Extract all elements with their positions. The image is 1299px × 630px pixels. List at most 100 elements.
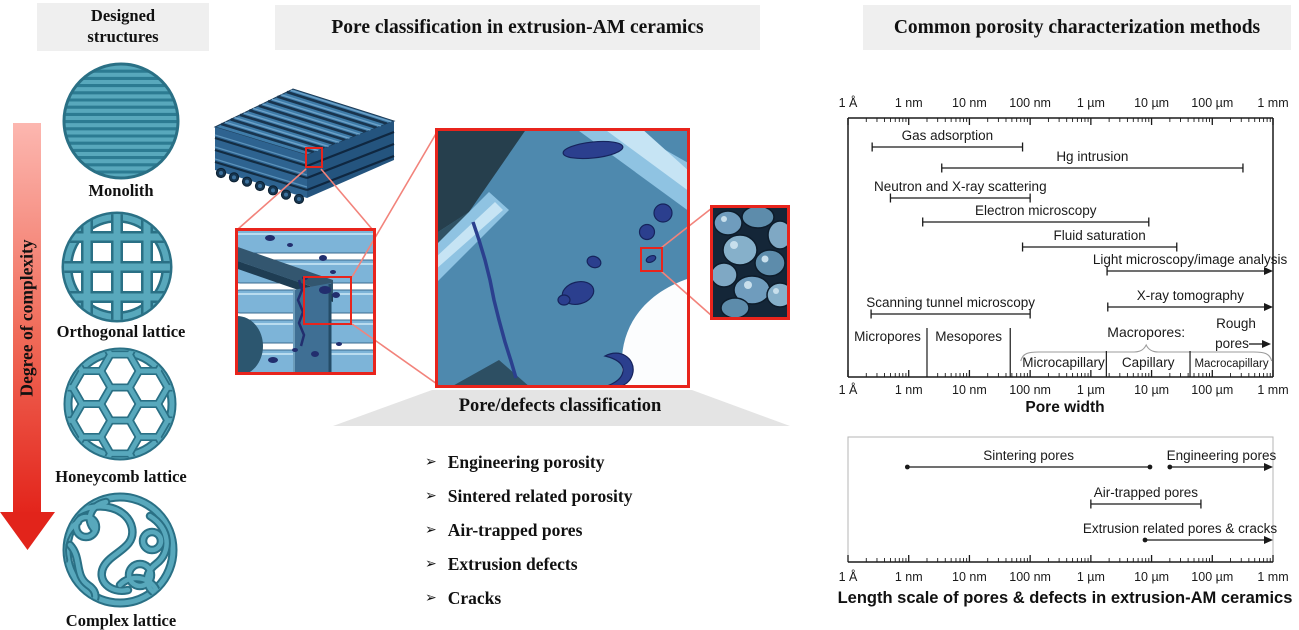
axis-tick-label: 1 µm (1077, 383, 1105, 397)
arrow-bullet-icon: ➢ (425, 454, 437, 470)
orthogonal-lattice-graphic (61, 211, 173, 323)
range-bar-label: X-ray tomography (1137, 288, 1245, 303)
axis-tick-label: 100 µm (1191, 570, 1233, 584)
lattice-rod-highlight (243, 112, 340, 144)
rod-end-core (297, 197, 301, 201)
axis-tick-label: 1 mm (1257, 96, 1288, 110)
weave-loop (73, 514, 99, 540)
rod-end-core (232, 175, 236, 180)
range-bar-label: Extrusion related pores & cracks (1083, 521, 1278, 536)
layer-highlight (214, 146, 308, 176)
bar-cap-dot (904, 464, 910, 470)
rough-pores-label: pores (1215, 336, 1249, 351)
lattice-rod (258, 104, 357, 138)
weave-loop (126, 561, 154, 589)
layer-line (214, 148, 308, 180)
structure-label-honeycomb: Honeycomb lattice (55, 467, 187, 486)
monolith-graphic (62, 62, 180, 180)
range-bar-label: Light microscopy/image analysis (1093, 252, 1288, 267)
bar-arrowhead (1264, 303, 1273, 311)
zoom-connector-line (320, 168, 373, 230)
inset-main-border (435, 128, 690, 388)
range-bar-label: Gas adsorption (902, 128, 994, 143)
rough-pores-label: Rough (1216, 316, 1256, 331)
lattice-rod-highlight (281, 94, 382, 127)
structure-label-orthogonal: Orthogonal lattice (56, 322, 186, 341)
complex-lattice-graphic (62, 492, 178, 608)
axis-tick-label: 1 Å (839, 569, 858, 584)
rod-end-core (271, 188, 275, 193)
lattice-rod (239, 113, 336, 146)
bar-cap-dot (1167, 464, 1173, 470)
zoom-connector-line (351, 131, 438, 278)
range-bar-label: Air-trapped pores (1094, 485, 1199, 500)
axis-tick-label: 1 µm (1077, 96, 1105, 110)
capillary-class-label: Capillary (1122, 355, 1175, 370)
axis-tick-label: 10 µm (1134, 96, 1169, 110)
arrow-bullet-icon: ➢ (425, 590, 437, 606)
axis-tick-label: 10 nm (952, 570, 987, 584)
axis-tick-label: 100 µm (1191, 96, 1233, 110)
rough-pores-arrowhead (1262, 340, 1271, 348)
bar-arrowhead (1264, 267, 1273, 275)
axis-tick-label: 10 µm (1134, 383, 1169, 397)
arrow-bullet-icon: ➢ (425, 522, 437, 538)
weave-strand (75, 504, 135, 593)
range-bar-label: Scanning tunnel microscopy (866, 295, 1035, 310)
lattice-rod-highlight (271, 98, 371, 131)
rod-end-core (245, 179, 249, 184)
axis-tick-label: 10 µm (1134, 570, 1169, 584)
lattice-rod-highlight (262, 103, 361, 135)
axis-tick-label: 10 nm (952, 96, 987, 110)
zoom-box-main-inner (640, 247, 663, 272)
lattice-rod (230, 118, 325, 150)
main-inset-art (435, 128, 690, 388)
weave-strand (144, 513, 169, 599)
lattice-rod-highlight (253, 107, 350, 139)
weave-strand (87, 499, 109, 533)
range-bar-label: Sintering pores (983, 448, 1074, 463)
layer-line (214, 136, 308, 168)
axis-tick-label: 1 nm (895, 570, 923, 584)
inset-sem-border (710, 205, 790, 320)
layer-line (306, 154, 395, 192)
bar-cap-dot (1142, 537, 1148, 543)
axis-tick-label: 1 Å (839, 382, 858, 397)
honeycomb-lattice-graphic (63, 347, 177, 461)
layer-line (306, 142, 395, 180)
pore-class-label: Mesopores (935, 329, 1002, 344)
weave-loop (140, 529, 164, 553)
classification-item-label: Sintered related porosity (447, 485, 633, 506)
length-scale-caption: Length scale of pores & defects in extru… (837, 589, 1293, 607)
pore-class-label: Micropores (854, 329, 921, 344)
axis-tick-label: 100 nm (1009, 96, 1051, 110)
axis-tick-label: 1 mm (1257, 383, 1288, 397)
range-bar-label: Engineering pores (1167, 448, 1277, 463)
lattice-rod-highlight (234, 116, 329, 148)
lower-inset-art (235, 228, 376, 375)
macropores-label: Macropores: (1107, 324, 1185, 340)
lattice-rod-highlight (224, 121, 319, 152)
zoom-connector-line (351, 323, 438, 385)
axis-tick-label: 1 µm (1077, 570, 1105, 584)
zoom-connector-line (660, 270, 713, 317)
bar-cap-dot (1147, 464, 1153, 470)
zoom-box-lattice (305, 147, 323, 168)
layer-line (214, 160, 308, 192)
range-bar-label: Fluid saturation (1054, 228, 1146, 243)
rod-end-core (219, 171, 223, 175)
axis-tick-label: 1 nm (895, 96, 923, 110)
classification-item-label: Air-trapped pores (447, 519, 583, 540)
classification-item: ➢ Extrusion defects (425, 551, 735, 577)
zoom-connector-line (237, 168, 307, 230)
arrow-bullet-icon: ➢ (425, 556, 437, 572)
middle-panel-header: Pore classification in extrusion-AM cera… (275, 5, 760, 50)
axis-tick-label: 100 nm (1009, 570, 1051, 584)
bar-arrowhead (1264, 463, 1273, 471)
axis-tick-label: 1 nm (895, 383, 923, 397)
length-scale-chart: Sintering pores Engineering poresAir-trap… (839, 436, 1289, 584)
macropores-brace (1020, 343, 1273, 362)
classification-item-label: Cracks (447, 587, 502, 608)
complexity-axis-label: Degree of complexity (16, 239, 37, 397)
classification-item-label: Extrusion defects (447, 553, 578, 574)
